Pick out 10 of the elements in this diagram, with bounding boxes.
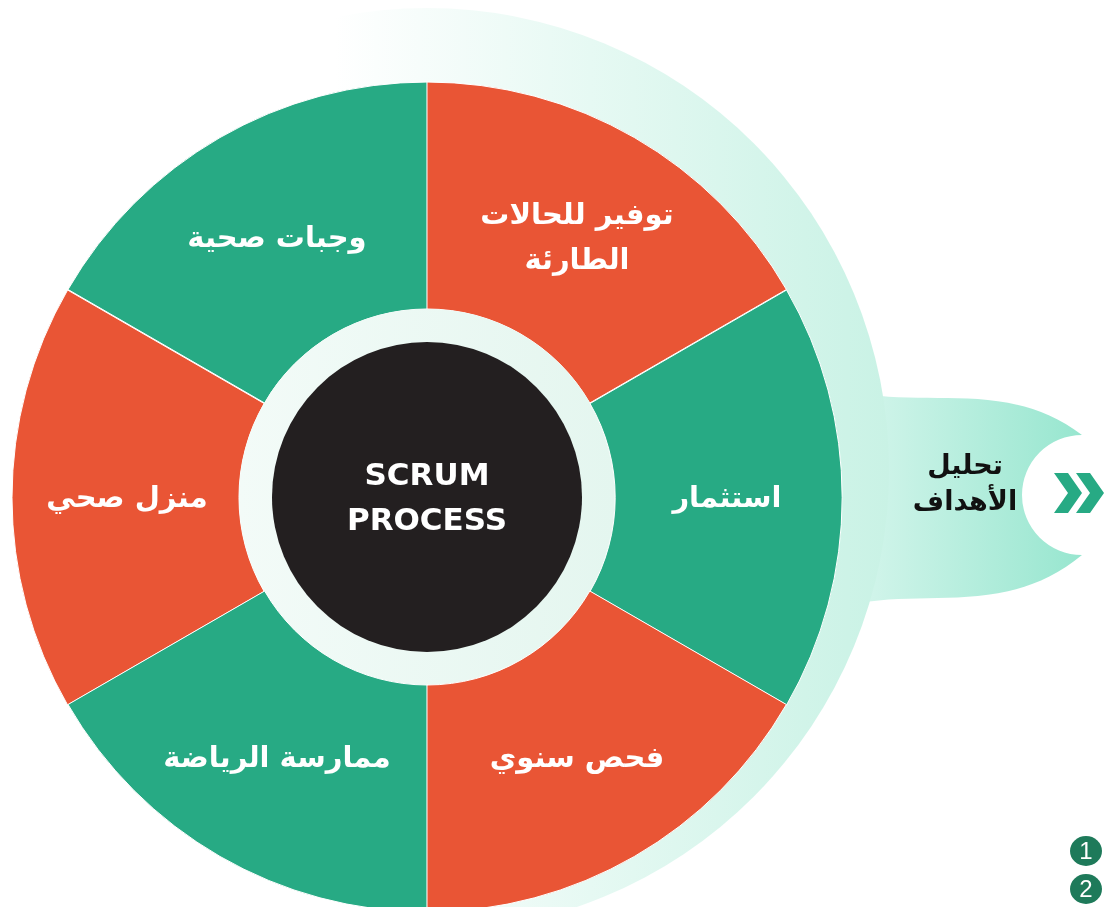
segment-label: ممارسة الرياضة (162, 738, 392, 776)
segment-label: منزل صحي (45, 478, 209, 516)
center-title: SCRUM PROCESS (345, 455, 509, 539)
segment-label: فحص سنوي (488, 738, 666, 776)
tab-label: تحليل الأهداف (911, 448, 1019, 519)
number-badge: 2 (1070, 874, 1102, 904)
number-badge: 1 (1070, 836, 1102, 866)
segment-label: استثمار (670, 478, 783, 516)
segment-label: توفير للحالات الطارئة (479, 196, 675, 279)
segment-label: وجبات صحية (186, 218, 368, 256)
